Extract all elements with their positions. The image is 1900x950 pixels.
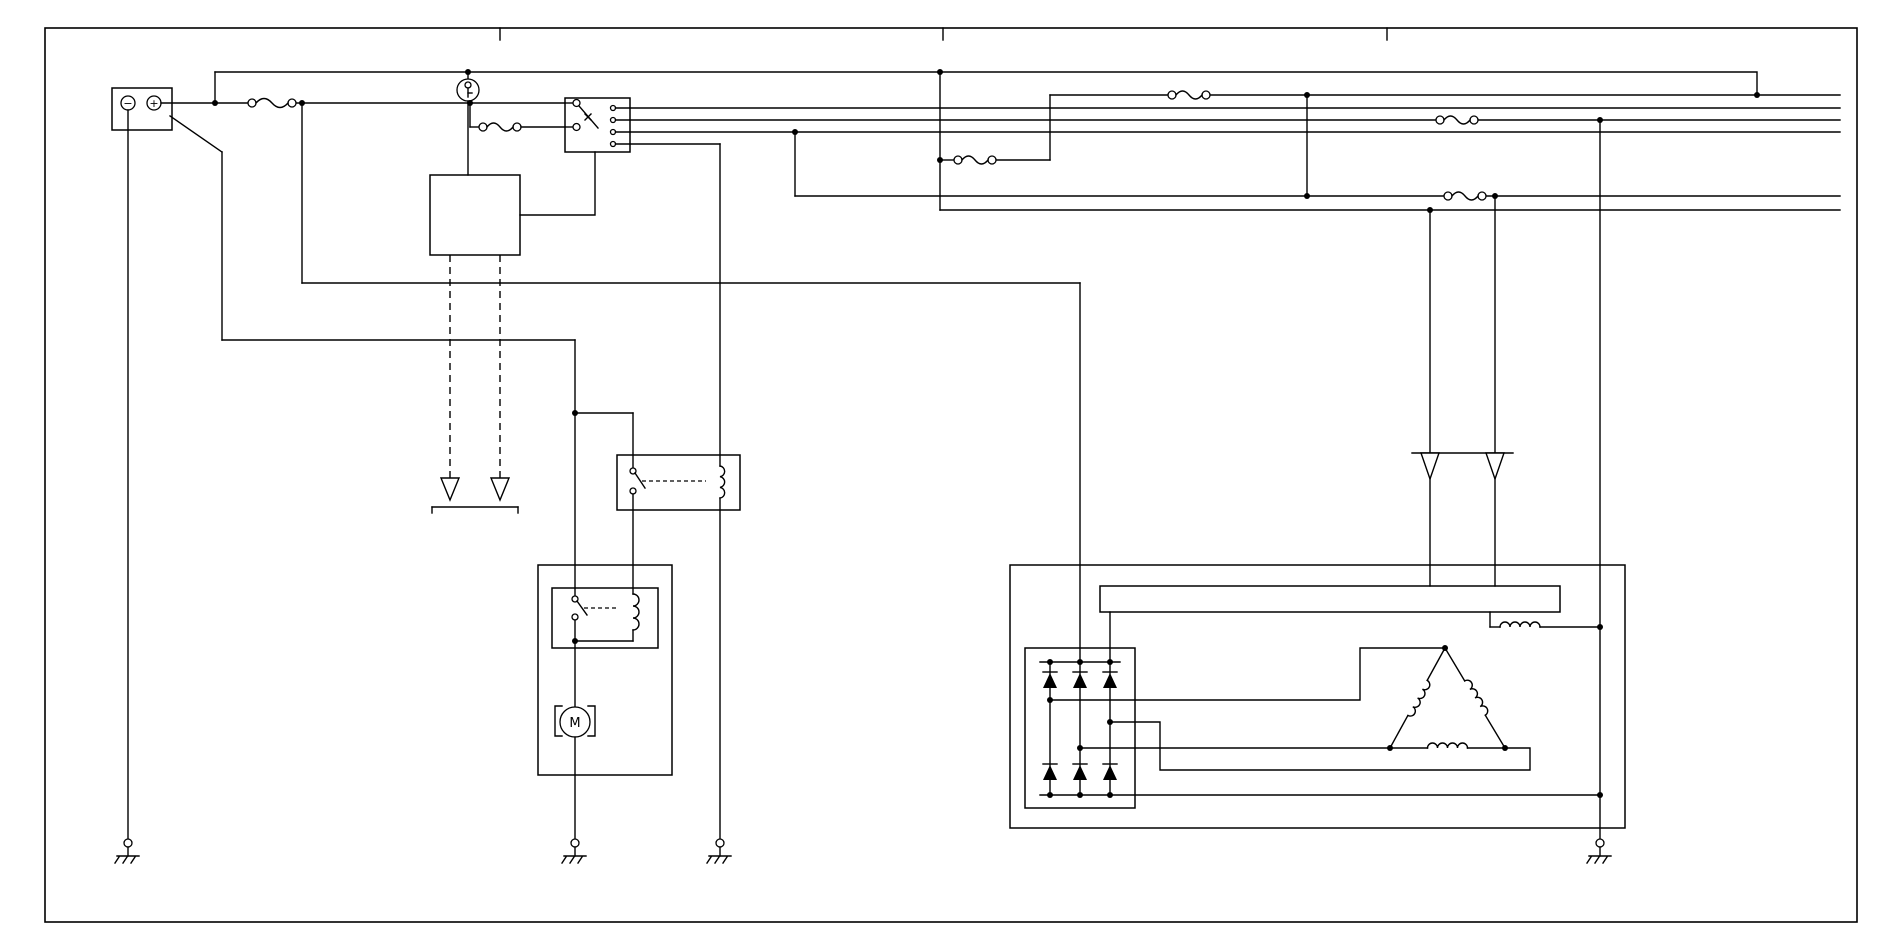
starter-cable-wire	[169, 115, 634, 597]
starter-motor-label: M	[569, 716, 580, 731]
control-unit-box	[429, 151, 596, 256]
alternator-box	[1009, 452, 1626, 829]
alternator-connector-triangles	[1411, 452, 1514, 587]
starter-solenoid	[551, 587, 659, 649]
solenoid-coil-icon	[632, 593, 640, 631]
alternator-signal-wires	[1429, 119, 1601, 840]
connector-arrow-icon	[439, 477, 461, 502]
battery-positive-label: +	[149, 97, 158, 110]
stator-delta-winding	[1389, 647, 1506, 749]
connector-arrow-icon	[1420, 452, 1440, 482]
harness-wire-rows	[629, 71, 1841, 211]
ignition-switch-contact-box	[564, 97, 631, 153]
harness-fuse-symbols	[953, 90, 1487, 201]
battery-symbol: − +	[111, 87, 173, 131]
field-coil	[1489, 611, 1601, 628]
connector-arrow-icon	[489, 477, 511, 502]
rectifier-diode-bridge	[1024, 647, 1601, 809]
page-connector-arrows	[431, 255, 519, 514]
battery-negative-label: −	[123, 97, 132, 110]
ground-symbol-relay	[706, 838, 732, 864]
starter-cut-relay	[616, 143, 741, 840]
accessory-fuse-symbol	[469, 102, 566, 132]
ground-symbol-alternator	[1586, 838, 1612, 864]
starter-assembly: M	[537, 564, 673, 840]
ground-symbol-battery	[114, 838, 140, 864]
relay-coil-icon	[719, 465, 726, 499]
page-frame	[44, 27, 1858, 923]
junction-dots	[212, 69, 1760, 798]
main-fuse-symbol	[247, 97, 297, 109]
diode-icon	[1042, 671, 1118, 780]
connector-arrow-icon	[1485, 452, 1505, 482]
voltage-regulator-bar	[1099, 585, 1561, 613]
ignition-key-symbol	[456, 71, 480, 176]
battery-positive-bus-wire	[160, 71, 1758, 663]
ground-symbol-starter	[561, 838, 587, 864]
